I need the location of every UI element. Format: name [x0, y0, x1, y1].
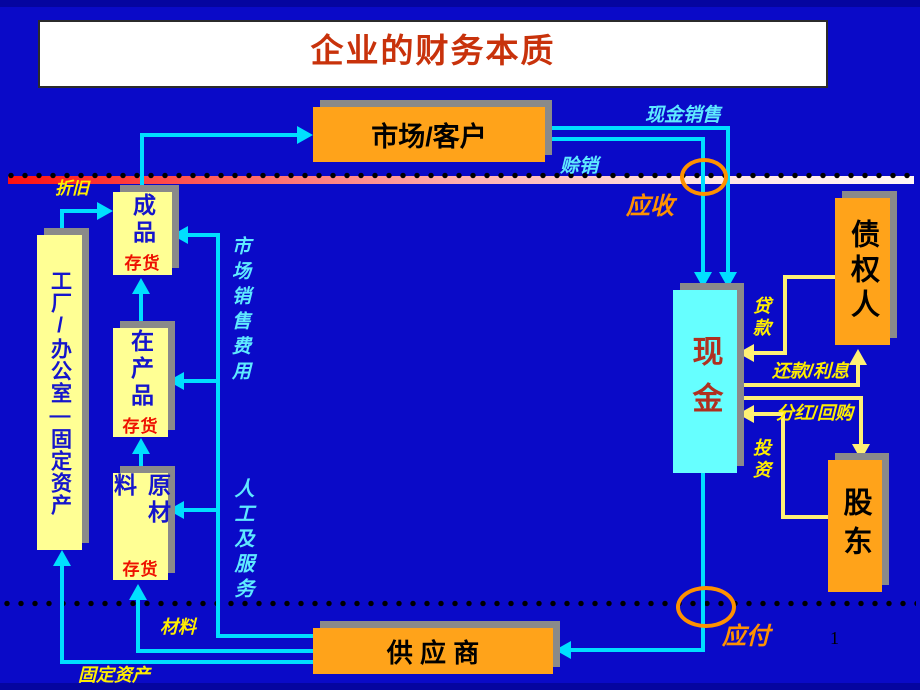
box-shareholders: 股东 [828, 460, 882, 592]
bottom-edge-strip [0, 683, 920, 690]
depreciation-line-h [60, 209, 100, 213]
box-factory-label: 工厂/办公室—固定资产 [48, 269, 72, 516]
loan-line-v [783, 275, 787, 355]
wip-to-finished-line [139, 292, 143, 328]
arrow-investment-into-cash [738, 405, 754, 423]
label-loan: 贷款 [751, 296, 771, 340]
inventory-tag: 存货 [122, 560, 159, 579]
box-cash-label: 现金 [687, 334, 723, 429]
circle-receivables [680, 158, 728, 196]
box-market: 市场/客户 [313, 107, 545, 162]
materials-line-v [136, 598, 140, 651]
investment-line-h2 [754, 412, 783, 416]
branch-finished-h [188, 233, 220, 237]
inventory-tag: 存货 [124, 254, 161, 273]
box-supplier-label: 供 应 商 [386, 637, 480, 668]
box-market-label: 市场/客户 [371, 122, 487, 152]
repayment-line-v [856, 364, 860, 387]
arrow-depreciation-into-finished [97, 202, 113, 220]
flow-sales-line-v [140, 133, 144, 192]
box-shareholders-label: 股东 [839, 487, 871, 565]
upper-boundary-band [8, 176, 914, 184]
page-title: 企业的财务本质 [310, 32, 556, 69]
label-investment: 投资 [751, 438, 771, 482]
arrow-dividend-into-shareholders [852, 444, 870, 460]
fixed-assets-line-v [60, 564, 64, 662]
branch-raw-h [184, 508, 220, 512]
materials-line-h [136, 649, 316, 653]
box-wip-label: 在产品 [127, 328, 154, 410]
dividend-line-h [741, 396, 863, 400]
dividend-line-v [859, 396, 863, 444]
loan-line-h1 [783, 275, 835, 279]
arrow-raw-to-wip [132, 438, 150, 454]
flow-cash-sales-v [726, 126, 730, 274]
inventory-tag: 存货 [122, 416, 159, 436]
arrow-materials-into-raw [129, 584, 147, 600]
box-raw-materials-label: 原材料 [110, 473, 171, 527]
top-edge-strip [0, 0, 920, 7]
box-raw-materials: 原材料 存货 [111, 473, 171, 580]
arrow-fixed-assets-into-factory [53, 550, 71, 566]
label-materials: 材料 [160, 617, 196, 637]
label-fixed-assets: 固定资产 [78, 665, 150, 685]
arrow-loan-into-cash [738, 344, 754, 362]
arrow-into-wip [168, 372, 184, 390]
label-marketing-expense: 市场销售费用 [229, 236, 250, 386]
box-supplier: 供 应 商 [313, 628, 553, 674]
label-credit-sales: 赊销 [560, 156, 599, 177]
arrow-repayment-into-creditors [849, 349, 867, 365]
flow-cash-sales-h [545, 126, 730, 130]
label-receivables: 应收 [626, 193, 674, 220]
label-payables: 应付 [722, 623, 770, 650]
payment-line-v [701, 473, 705, 652]
box-finished-goods: 成品 存货 [113, 192, 172, 275]
investment-line-h1 [785, 515, 828, 519]
box-finished-goods-label: 成品 [129, 193, 156, 247]
branch-wip-h [184, 379, 220, 383]
loan-line-h2 [754, 351, 785, 355]
depreciation-line-v [60, 209, 64, 237]
lower-dashed-line [4, 600, 916, 607]
circle-payables [676, 586, 736, 628]
arrow-into-finished-goods [172, 226, 188, 244]
payment-line-h [570, 648, 705, 652]
box-cash: 现金 [673, 290, 737, 473]
box-factory-fixed-assets: 工厂/办公室—固定资产 [37, 235, 82, 550]
title-bar: 企业的财务本质 [38, 20, 828, 88]
upper-dashed-line [8, 172, 914, 179]
arrow-credit-sales-into-cash [694, 272, 712, 288]
box-creditors-label: 债权人 [846, 219, 879, 324]
label-repayment-interest: 还款/利息 [772, 361, 850, 381]
label-dividend-buyback: 分红/回购 [776, 403, 854, 423]
expense-spine-bottom-h [216, 634, 316, 638]
flow-credit-sales-v [701, 137, 705, 274]
expense-spine-v [216, 233, 220, 636]
arrow-cash-sales-into-cash [719, 272, 737, 288]
arrow-wip-to-finished [132, 278, 150, 294]
repayment-line-h [741, 383, 860, 387]
investment-line-v [781, 412, 785, 519]
label-cash-sales: 现金销售 [645, 105, 722, 126]
arrow-payment-into-supplier [555, 641, 571, 659]
label-labor-services: 人工及服务 [231, 478, 253, 603]
box-work-in-process: 在产品 存货 [113, 328, 168, 437]
fixed-assets-line-h [60, 660, 316, 664]
arrow-into-market [297, 126, 313, 144]
label-depreciation: 折旧 [55, 179, 89, 198]
flow-sales-line-h [140, 133, 300, 137]
page-number: 1 [830, 628, 839, 648]
box-creditors: 债权人 [835, 198, 890, 345]
raw-to-wip-line [139, 452, 143, 473]
flow-credit-sales-h [545, 137, 705, 141]
arrow-into-raw-materials [168, 501, 184, 519]
